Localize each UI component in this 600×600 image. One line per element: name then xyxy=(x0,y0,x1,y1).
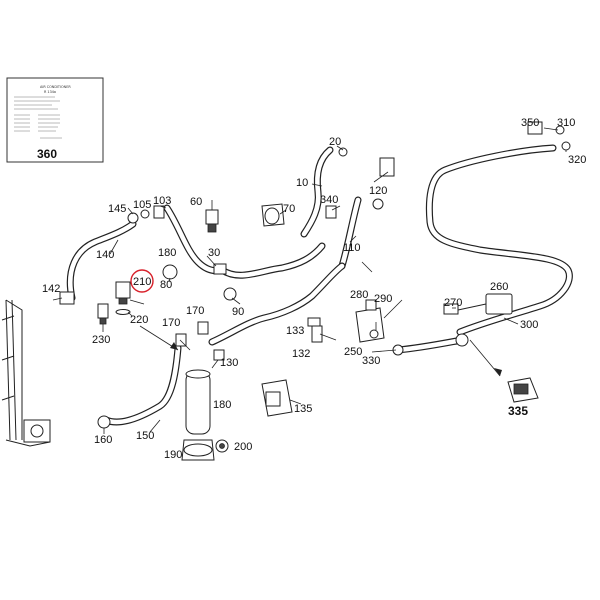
callout-135: 135 xyxy=(294,403,312,415)
callout-30: 30 xyxy=(208,247,220,259)
callout-103: 103 xyxy=(153,195,171,207)
callout-80: 80 xyxy=(160,279,172,291)
callout-320: 320 xyxy=(568,154,586,166)
callout-140: 140 xyxy=(96,249,114,261)
callout-142: 142 xyxy=(42,283,60,295)
callout-250: 250 xyxy=(344,346,362,358)
callout-132: 132 xyxy=(292,348,310,360)
callout-20: 20 xyxy=(329,136,341,148)
callout-170-right: 170 xyxy=(186,305,204,317)
callout-260: 260 xyxy=(490,281,508,293)
leader-lines xyxy=(52,127,567,434)
label-card-title-2: R 134a xyxy=(44,90,56,94)
callout-350: 350 xyxy=(521,117,539,129)
callout-145: 145 xyxy=(108,203,126,215)
callout-300: 300 xyxy=(520,319,538,331)
callout-230: 230 xyxy=(92,334,110,346)
callout-10: 10 xyxy=(296,177,308,189)
highlight-circle xyxy=(130,269,154,293)
callout-270: 270 xyxy=(444,297,462,309)
callout-150: 150 xyxy=(136,430,154,442)
callout-60: 60 xyxy=(190,196,202,208)
hoses xyxy=(66,144,573,426)
callout-180-drier: 180 xyxy=(213,399,231,411)
callout-180-top: 180 xyxy=(158,247,176,259)
callout-130: 130 xyxy=(220,357,238,369)
label-card-number: 360 xyxy=(37,147,57,161)
callout-330: 330 xyxy=(362,355,380,367)
callouts: 10 20 30 60 70 80 90 103 105 110 120 130… xyxy=(42,117,586,461)
callout-190: 190 xyxy=(164,449,182,461)
callout-170-left: 170 xyxy=(162,317,180,329)
callout-200: 200 xyxy=(234,441,252,453)
callout-90: 90 xyxy=(232,306,244,318)
callout-340: 340 xyxy=(320,194,338,206)
callout-70: 70 xyxy=(283,203,295,215)
callout-210-highlighted: 210 xyxy=(130,269,154,293)
callout-105: 105 xyxy=(133,199,151,211)
callout-133: 133 xyxy=(286,325,304,337)
callout-210: 210 xyxy=(133,276,151,288)
label-card-title-1: AIR CONDITIONER xyxy=(40,85,71,89)
callout-160: 160 xyxy=(94,434,112,446)
components xyxy=(59,121,571,461)
callout-310: 310 xyxy=(557,117,575,129)
callout-110: 110 xyxy=(343,242,361,254)
callout-335: 335 xyxy=(508,404,528,418)
condenser-frame xyxy=(1,299,51,447)
callout-220: 220 xyxy=(130,314,148,326)
callout-120: 120 xyxy=(369,185,387,197)
label-card: AIR CONDITIONER R 134a 360 xyxy=(6,77,104,163)
callout-290: 290 xyxy=(374,293,392,305)
callout-280: 280 xyxy=(350,289,368,301)
